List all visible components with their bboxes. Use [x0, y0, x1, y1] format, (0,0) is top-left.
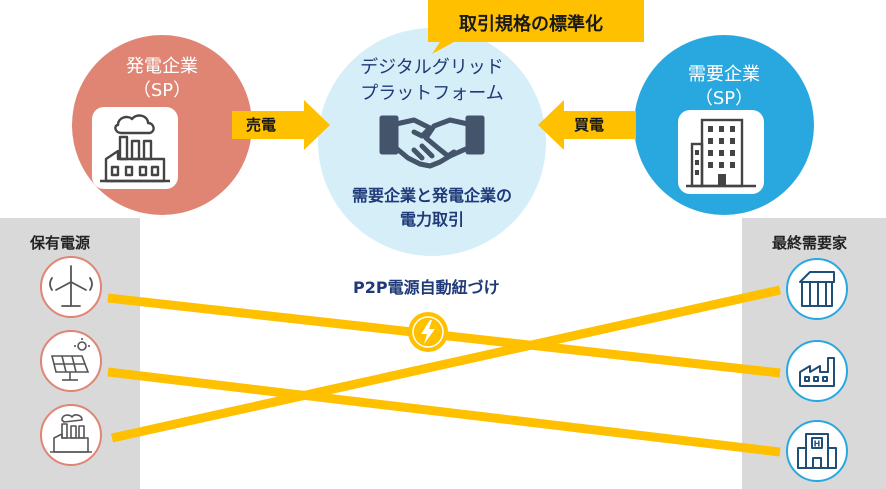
- standardization-badge-label: 取引規格の標準化: [459, 14, 603, 35]
- buy-arrow: [538, 100, 636, 150]
- platform-title-line2: プラットフォーム: [360, 83, 504, 104]
- building-icon: [678, 110, 764, 194]
- hospital-icon: H: [786, 420, 848, 482]
- consumer-company-sp: （SP）: [694, 88, 754, 109]
- right-panel-title: 最終需要家: [772, 234, 848, 252]
- platform-title-line1: デジタルグリッド: [360, 57, 504, 78]
- buy-label: 買電: [574, 116, 605, 134]
- link-line-2: [107, 367, 781, 457]
- generator-company-name: 発電企業: [126, 56, 198, 77]
- factory-consumer-icon: [786, 340, 848, 402]
- platform-caption-line2: 電力取引: [399, 210, 464, 229]
- sell-label: 売電: [246, 116, 277, 134]
- platform-caption-line1: 需要企業と発電企業の: [351, 186, 512, 205]
- sell-arrow: [232, 100, 330, 150]
- power-plant-icon: [40, 404, 102, 466]
- p2p-label: P2P電源自動紐づけ: [353, 278, 500, 297]
- solar-panel-icon: [40, 330, 102, 392]
- svg-text:H: H: [814, 440, 821, 449]
- generator-company-sp: （SP）: [132, 80, 192, 101]
- consumer-company-name: 需要企業: [688, 64, 760, 85]
- factory-icon: [92, 107, 178, 189]
- link-line-3: [111, 285, 781, 443]
- left-panel-title: 保有電源: [30, 234, 91, 252]
- store-icon: [786, 258, 848, 320]
- handshake-icon: [378, 108, 486, 172]
- standardization-badge: [410, 0, 644, 56]
- lightning-icon: [407, 311, 449, 353]
- wind-turbine-icon: [40, 256, 102, 318]
